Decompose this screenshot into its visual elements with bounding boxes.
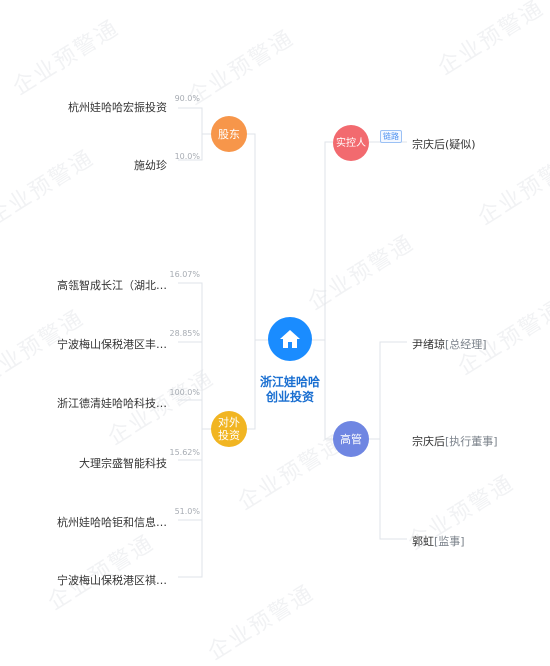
shareholder-item[interactable]: 施幼珍 [134,159,167,172]
controller-node[interactable]: 实控人 [333,125,369,161]
investment-item[interactable]: 高瓴智成长江（湖北… [57,279,167,292]
controller-label: 实控人 [336,137,366,149]
role-bracket-close: ] [482,338,487,351]
investments-label-line1: 对外 [218,416,240,429]
executive-name: 尹绪琼 [412,338,445,351]
shareholders-node[interactable]: 股东 [211,116,247,152]
investment-item[interactable]: 浙江德清娃哈哈科技… [57,397,167,410]
management-label: 高管 [340,432,362,446]
company-name-line1: 浙江娃哈哈 [259,375,320,389]
investment-item[interactable]: 宁波梅山保税港区丰… [57,338,167,351]
shareholding-percentage: 90.0% [174,94,200,103]
role-bracket-close: ] [493,435,498,448]
management-node[interactable]: 高管 [333,421,369,457]
role-bracket-close: ] [460,535,465,548]
controller-person[interactable]: 宗庆后(疑似) [412,138,476,151]
shareholders-label: 股东 [218,127,240,141]
executive-name: 宗庆后 [412,435,445,448]
company-node[interactable] [268,317,312,361]
company-name: 浙江娃哈哈 创业投资 [240,375,340,405]
investment-percentage: 15.62% [169,448,200,457]
investment-item[interactable]: 大理宗盛智能科技 [79,457,167,470]
investment-percentage: 100.0% [169,388,200,397]
link-path-tag[interactable]: 链路 [380,130,402,143]
role-bracket-open: [ [445,435,450,448]
role-bracket-open: [ [434,535,439,548]
executive-role: 执行董事 [449,435,494,448]
home-icon [280,330,300,348]
executive-role: 监事 [438,535,461,548]
executive-item[interactable]: 宗庆后[执行董事] [412,433,498,449]
investments-label-line2: 投资 [218,429,240,442]
investment-percentage: 28.85% [169,329,200,338]
investment-item[interactable]: 杭州娃哈哈钜和信息… [57,516,167,529]
investment-percentage: 16.07% [169,270,200,279]
executive-name: 郭虹 [412,535,434,548]
investment-percentage: 51.0% [174,507,200,516]
investment-item[interactable]: 宁波梅山保税港区祺… [57,574,167,587]
executive-item[interactable]: 尹绪琼[总经理] [412,336,487,352]
investments-node[interactable]: 对外 投资 [211,411,247,447]
executive-item[interactable]: 郭虹[监事] [412,533,465,549]
shareholding-percentage: 10.0% [174,152,200,161]
executive-role: 总经理 [449,338,483,351]
role-bracket-open: [ [445,338,450,351]
company-name-line2: 创业投资 [265,390,314,404]
shareholder-item[interactable]: 杭州娃哈哈宏振投资 [68,101,167,114]
